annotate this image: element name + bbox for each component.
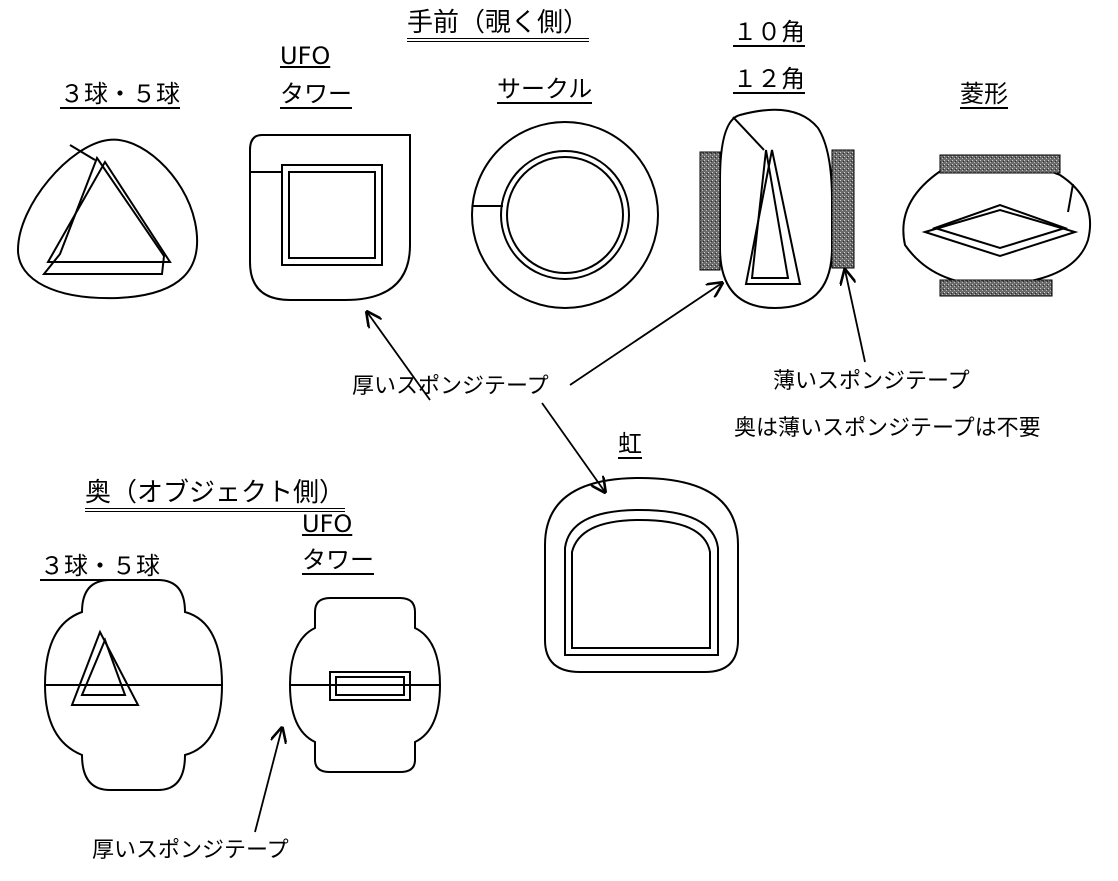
front-ufo-label-line2: タワー: [280, 80, 352, 109]
front-diamond-shape: [902, 154, 1092, 297]
arrow-thick-tape-back: [254, 728, 282, 833]
front-ufo-shape: [249, 134, 411, 301]
arrow-thin-tape: [845, 270, 866, 363]
rainbow-label: 虹: [618, 430, 642, 459]
front-polygon-shape: [699, 108, 855, 310]
back-ufo-label-line1: UFO: [302, 510, 353, 538]
back-ufo-label-line2: タワー: [302, 546, 374, 575]
thick-tape-note-back: 厚いスポンジテープ: [92, 838, 289, 863]
front-diamond-label: 菱形: [960, 80, 1008, 109]
front-deca-label: １０角: [733, 18, 805, 47]
arrow-thick-tape-polygon: [569, 283, 722, 386]
front-circle-shape: [471, 121, 659, 309]
back-title: 奥（オブジェクト側）: [85, 480, 346, 512]
front-ball-shape: [16, 138, 199, 300]
thick-tape-note: 厚いスポンジテープ: [352, 374, 549, 399]
front-title: 手前（覗く側）: [407, 10, 590, 42]
front-ball-label: ３球・５球: [60, 80, 180, 109]
rainbow-shape: [544, 476, 739, 673]
front-dodeca-label: １２角: [733, 65, 805, 94]
thin-not-needed-note: 奥は薄いスポンジテープは不要: [734, 416, 1041, 441]
front-ufo-label-line1: UFO: [280, 42, 331, 70]
back-ufo-shape: [288, 597, 442, 773]
back-ball-shape: [43, 579, 224, 791]
back-ball-label: ３球・５球: [40, 552, 160, 581]
arrow-thick-tape-rainbow: [541, 402, 605, 492]
thin-tape-note: 薄いスポンジテープ: [773, 369, 970, 394]
arrow-thick-tape-ufo: [367, 312, 431, 401]
front-circle-label: サークル: [497, 75, 593, 104]
